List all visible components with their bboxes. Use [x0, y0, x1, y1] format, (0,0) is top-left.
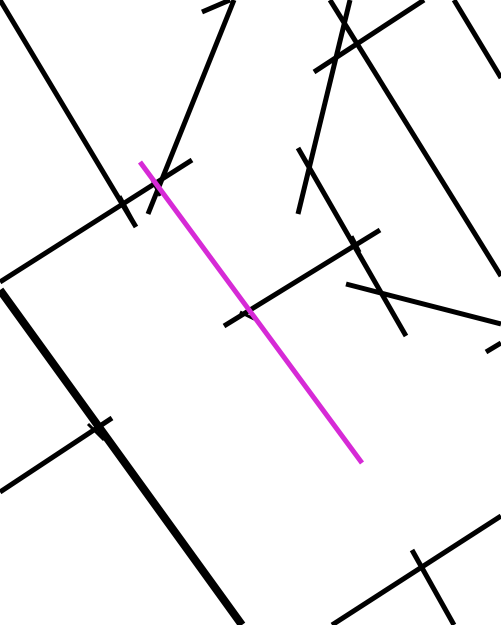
stick-9[interactable] — [295, 146, 409, 338]
stick-17[interactable] — [118, 195, 138, 227]
stick-4[interactable] — [295, 0, 353, 215]
stick-2[interactable] — [201, 0, 231, 15]
stick-16[interactable] — [409, 548, 457, 625]
stick-12[interactable] — [484, 340, 501, 355]
stick-19[interactable] — [86, 422, 106, 442]
stick-13[interactable] — [0, 287, 246, 625]
stick-15[interactable] — [330, 513, 501, 625]
stick-20[interactable] — [350, 235, 362, 253]
stick-11[interactable] — [345, 281, 501, 327]
stick-1[interactable] — [0, 0, 139, 229]
stick-6[interactable] — [327, 0, 501, 278]
stick-8[interactable] — [0, 157, 194, 285]
stick-7[interactable] — [451, 0, 501, 80]
stick-5[interactable] — [312, 0, 426, 75]
highlighted-stick[interactable] — [137, 160, 365, 465]
